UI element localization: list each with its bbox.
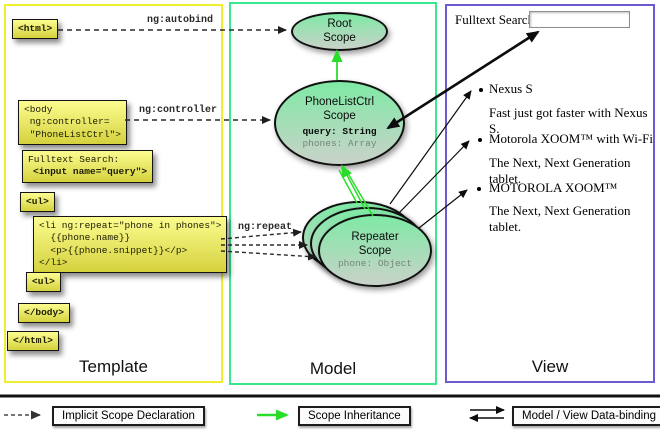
bullet-icon: [478, 138, 482, 142]
fulltext-search-code-box: Fulltext Search:<input name="query">: [22, 150, 154, 183]
view-item-title: MOTOROLA XOOM™: [489, 180, 618, 195]
model-column-label: Model: [309, 359, 357, 378]
phonelistctrl-scope-ellipse: PhoneListCtrl Scope query: String phones…: [274, 80, 405, 166]
view-item-title: Nexus S: [489, 81, 533, 96]
model-column: Model: [229, 2, 437, 385]
phone-object-var: phone: Object: [337, 257, 413, 269]
view-item-title: Motorola XOOM™ with Wi-Fi: [489, 131, 654, 146]
bullet-icon: [477, 187, 481, 191]
view-fulltext-search-label: Fulltext Search:: [455, 12, 538, 27]
root-scope-label: Root Scope: [323, 18, 356, 44]
phonelistctrl-scope-label: PhoneListCtrl Scope: [304, 96, 375, 122]
view-item-desc: The Next, Next Generation tablet.: [489, 203, 631, 234]
view-item-desc: The Next, Next Generation tablet.: [489, 155, 631, 186]
body-close-tag-box: </body>: [18, 303, 70, 324]
fulltext-search-input[interactable]: [529, 11, 630, 28]
root-scope-ellipse: Root Scope: [291, 12, 388, 51]
ul-open-tag-box: <ul>: [20, 192, 55, 213]
view-column-label: View: [531, 357, 569, 376]
repeater-scope-front-ellipse: Repeater Scope phone: Object: [318, 214, 432, 287]
ul-close-tag-box: <ul>: [26, 272, 61, 293]
fulltext-code-label: Fulltext Search:: [28, 154, 120, 165]
ng-repeat-label: ng:repeat: [237, 222, 292, 233]
legend-scope-inheritance-box: Scope Inheritance: [298, 406, 411, 426]
body-open-tag-box: <body ng:controller= "PhoneListCtrl">: [18, 100, 127, 146]
li-repeat-code-box: <li ng:repeat="phone in phones"> {{phone…: [33, 216, 228, 274]
phones-array-var: phones: Array: [302, 137, 377, 149]
html-close-tag-box: </html>: [7, 331, 59, 352]
bullet-icon: [479, 88, 483, 92]
ng-autobind-label: ng:autobind: [146, 15, 213, 26]
ng-controller-label: ng:controller: [138, 105, 217, 116]
repeater-scope-label: Repeater Scope: [351, 231, 399, 257]
query-string-var: query: String: [302, 125, 377, 137]
legend-data-binding-box: Model / View Data-binding: [512, 406, 660, 426]
legend-implicit-scope-box: Implicit Scope Declaration: [52, 406, 205, 426]
input-code-line: <input name="query">: [33, 166, 148, 178]
template-column-label: Template: [79, 357, 148, 376]
html-open-tag-box: <html>: [12, 19, 59, 40]
